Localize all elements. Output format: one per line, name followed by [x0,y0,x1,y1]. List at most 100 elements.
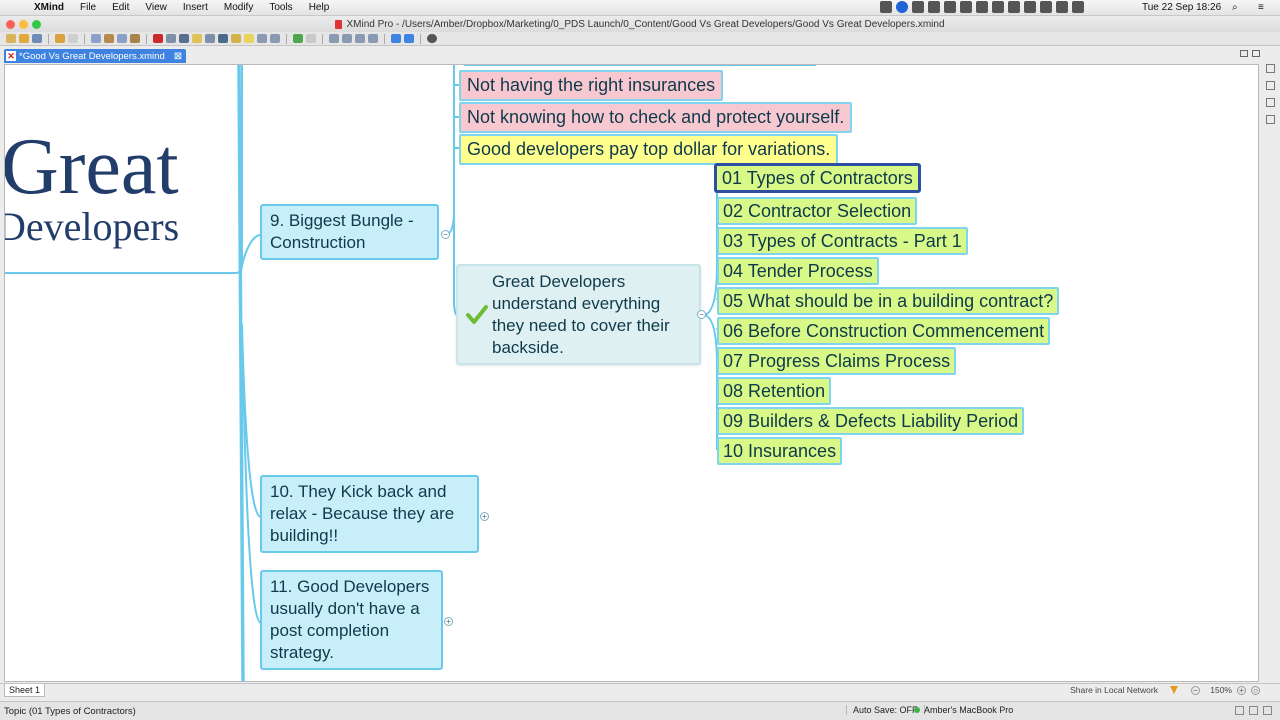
volume-icon[interactable] [1072,1,1084,13]
notification-icon[interactable] [944,1,956,13]
floating-topic-icon[interactable] [117,34,127,43]
markers-view-icon[interactable] [1266,115,1275,124]
great-developers-topic[interactable]: Great Developers understand everything t… [456,264,701,365]
collapse-toggle-icon[interactable]: − [697,310,706,319]
outline-toggle-icon[interactable] [1249,706,1258,715]
contract-topic-06[interactable]: 06 Before Construction Commencement [717,317,1051,345]
boundary-icon[interactable] [166,34,176,43]
zoom-window-icon[interactable] [32,20,41,29]
share-icon[interactable] [391,34,401,43]
properties-toggle-icon[interactable] [1263,706,1272,715]
expand-toggle-icon[interactable]: + [444,617,453,626]
main-topic-kick-back[interactable]: 10. They Kick back and relax - Because t… [260,475,479,553]
redo-icon[interactable] [68,34,78,43]
contract-topic-10[interactable]: 10 Insurances [717,437,843,465]
central-topic-line1[interactable]: Great [4,123,179,211]
idea-icon[interactable] [244,34,254,43]
contract-topic-08[interactable]: 08 Retention [717,377,832,405]
map-icon[interactable] [270,34,280,43]
check-icon [466,305,488,324]
grid-icon[interactable] [960,1,972,13]
new-icon[interactable] [6,34,16,43]
hyperlink-icon[interactable] [218,34,228,43]
expand-toggle-icon[interactable]: + [480,512,489,521]
info-icon[interactable] [976,1,988,13]
menu-datetime[interactable]: Tue 22 Sep 18:26 [1142,2,1222,13]
camera-icon[interactable] [880,1,892,13]
notification-center-icon[interactable]: ≡ [1258,2,1264,13]
autosave-status[interactable]: Auto Save: OFF [846,705,925,715]
zoom-out-icon[interactable]: − [1191,686,1200,695]
menu-view[interactable]: View [145,2,167,13]
view-toggle-icon[interactable] [1266,64,1275,73]
main-topic-biggest-bungle[interactable]: 9. Biggest Bungle - Construction [260,204,439,260]
upload-icon[interactable] [404,34,414,43]
topic-icon[interactable] [91,34,101,43]
menu-tools[interactable]: Tools [269,2,293,13]
clear-marker-icon[interactable] [306,34,316,43]
mind-map-canvas[interactable]: Great Developers Not having the right in… [4,64,1259,682]
maximize-editor-icon[interactable] [1252,50,1260,57]
presentation-icon[interactable] [153,34,163,43]
note-icon[interactable] [192,34,202,43]
subtopic-icon[interactable] [104,34,114,43]
close-tab-icon[interactable]: ⊠ [173,50,183,62]
document-tab[interactable]: ✕ *Good Vs Great Developers.xmind ⊠ [4,49,187,63]
structure-icon[interactable] [342,34,352,43]
menu-app-name[interactable]: XMind [34,2,64,13]
subtopic-check-protect[interactable]: Not knowing how to check and protect you… [459,102,853,133]
close-window-icon[interactable] [6,20,15,29]
image-icon[interactable] [205,34,215,43]
minimize-editor-icon[interactable] [1240,50,1248,57]
share-local-network-link[interactable]: Share in Local Network [1070,685,1158,695]
open-icon[interactable] [19,34,29,43]
menu-help[interactable]: Help [308,2,330,13]
subtopic-variations[interactable]: Good developers pay top dollar for varia… [459,134,839,165]
central-topic-line2[interactable]: Developers [4,204,180,249]
device-status[interactable]: Amber's MacBook Pro [914,705,1013,715]
properties-view-icon[interactable] [1266,98,1275,107]
relationship-icon[interactable] [130,34,140,43]
save-icon[interactable] [32,34,42,43]
menu-modify[interactable]: Modify [223,2,254,13]
subtopic-insurances[interactable]: Not having the right insurances [459,70,724,101]
menu-file[interactable]: File [80,2,97,13]
main-topic-post-completion[interactable]: 11. Good Developers usually don't have a… [260,570,443,670]
contract-topic-04[interactable]: 04 Tender Process [717,257,879,285]
spotlight-icon[interactable]: ⌕ [1232,2,1238,13]
gantt-icon[interactable] [355,34,365,43]
collapse-toggle-icon[interactable]: − [441,230,450,239]
airplay-icon[interactable] [1008,1,1020,13]
fit-map-icon[interactable]: ○ [1251,686,1260,695]
bluetooth-icon[interactable] [1024,1,1036,13]
time-machine-icon[interactable] [1040,1,1052,13]
sheet-tab[interactable]: Sheet 1 [4,684,46,697]
menu-edit[interactable]: Edit [112,2,130,13]
summary-icon[interactable] [179,34,189,43]
layout-icon[interactable] [329,34,339,43]
cloud-icon[interactable] [992,1,1004,13]
marker-icon[interactable] [293,34,303,43]
gear-icon[interactable] [427,34,437,43]
zoom-in-icon[interactable]: + [1237,686,1246,695]
teamviewer-icon[interactable] [896,1,908,13]
wifi-icon[interactable] [1056,1,1068,13]
zoom-level[interactable]: 150% [1210,685,1232,695]
outline-view-icon[interactable] [1266,81,1275,90]
contract-topic-03[interactable]: 03 Types of Contracts - Part 1 [717,227,968,255]
evernote-icon[interactable] [928,1,940,13]
zoom-icon[interactable] [368,34,378,43]
contract-topic-07[interactable]: 07 Progress Claims Process [717,347,957,375]
label-icon[interactable] [231,34,241,43]
menu-insert[interactable]: Insert [182,2,208,13]
filter-icon[interactable] [1170,686,1178,694]
dropbox-icon[interactable] [912,1,924,13]
contract-topic-01[interactable]: 01 Types of Contractors [714,163,921,193]
contract-topic-05[interactable]: 05 What should be in a building contract… [717,287,1060,315]
minimize-window-icon[interactable] [19,20,28,29]
contract-topic-09[interactable]: 09 Builders & Defects Liability Period [717,407,1025,435]
undo-icon[interactable] [55,34,65,43]
outline-icon[interactable] [257,34,267,43]
contract-topic-02[interactable]: 02 Contractor Selection [717,197,918,225]
panel-toggle-icon[interactable] [1235,706,1244,715]
